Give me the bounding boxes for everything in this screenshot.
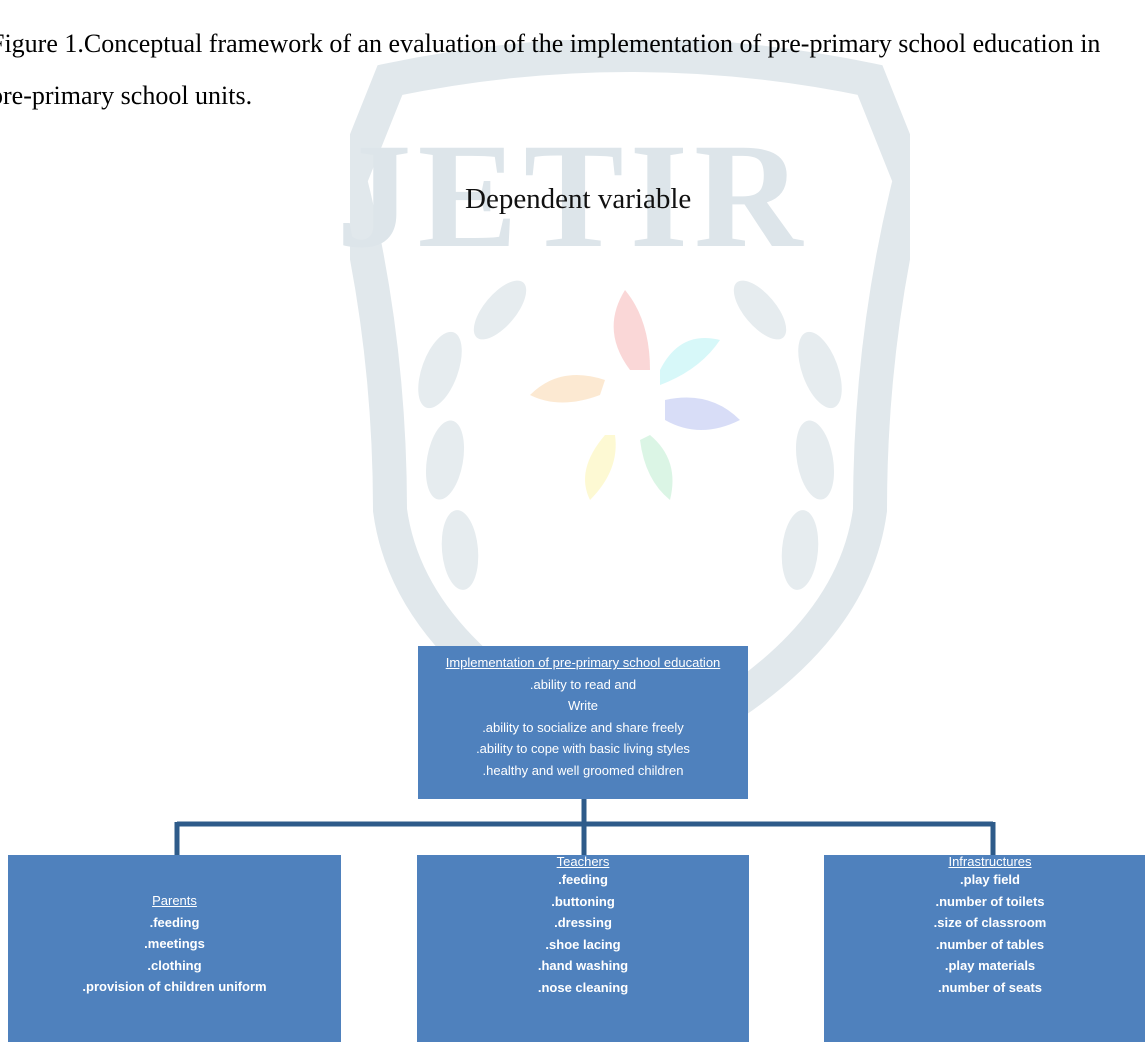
caption-line-2: pre-primary school units. bbox=[0, 81, 253, 110]
infrastructures-item: .play materials bbox=[944, 958, 1036, 973]
infrastructures-item: .play field bbox=[960, 872, 1020, 887]
teachers-item: .hand washing bbox=[537, 958, 629, 973]
implementation-item: .healthy and well groomed children bbox=[482, 762, 684, 778]
infrastructures-item: .number of tables bbox=[935, 936, 1045, 952]
infrastructures-item: .number of seats bbox=[937, 979, 1043, 995]
teachers-item: .feeding bbox=[558, 872, 608, 887]
teachers-item: .nose cleaning bbox=[537, 979, 629, 995]
figure-caption: Figure 1.Conceptual framework of an eval… bbox=[0, 18, 1145, 122]
implementation-item: Write bbox=[567, 698, 599, 713]
infrastructures-item: .size of classroom bbox=[933, 915, 1047, 930]
infrastructures-box: Infrastructures .play field .number of t… bbox=[824, 855, 1145, 1042]
implementation-box-title: Implementation of pre-primary school edu… bbox=[445, 655, 721, 670]
parents-item: .meetings bbox=[144, 936, 205, 951]
implementation-item: .ability to read and bbox=[529, 676, 637, 692]
parents-box-title: Parents bbox=[152, 893, 197, 908]
teachers-item: .buttoning bbox=[551, 893, 615, 909]
watermark-logo bbox=[350, 40, 910, 760]
implementation-box: Implementation of pre-primary school edu… bbox=[418, 646, 748, 799]
dependent-variable-label: Dependent variable bbox=[465, 183, 692, 215]
infrastructures-box-title: Infrastructures bbox=[948, 855, 1032, 869]
parents-item: .clothing bbox=[147, 957, 202, 973]
implementation-item: .ability to cope with basic living style… bbox=[476, 741, 690, 756]
teachers-box-title: Teachers bbox=[556, 855, 610, 869]
parents-item: .provision of children uniform bbox=[82, 979, 267, 994]
parents-item: .feeding bbox=[149, 914, 200, 930]
implementation-item: .ability to socialize and share freely bbox=[482, 719, 684, 735]
caption-line-1: Figure 1.Conceptual framework of an eval… bbox=[0, 29, 1101, 58]
teachers-item: .dressing bbox=[554, 915, 612, 930]
teachers-box: Teachers .feeding .buttoning .dressing .… bbox=[417, 855, 749, 1042]
parents-box: Parents .feeding .meetings .clothing .pr… bbox=[8, 855, 341, 1042]
watermark-text: JETIR bbox=[336, 113, 809, 279]
infrastructures-item: .number of toilets bbox=[935, 893, 1045, 909]
teachers-item: .shoe lacing bbox=[545, 936, 621, 952]
